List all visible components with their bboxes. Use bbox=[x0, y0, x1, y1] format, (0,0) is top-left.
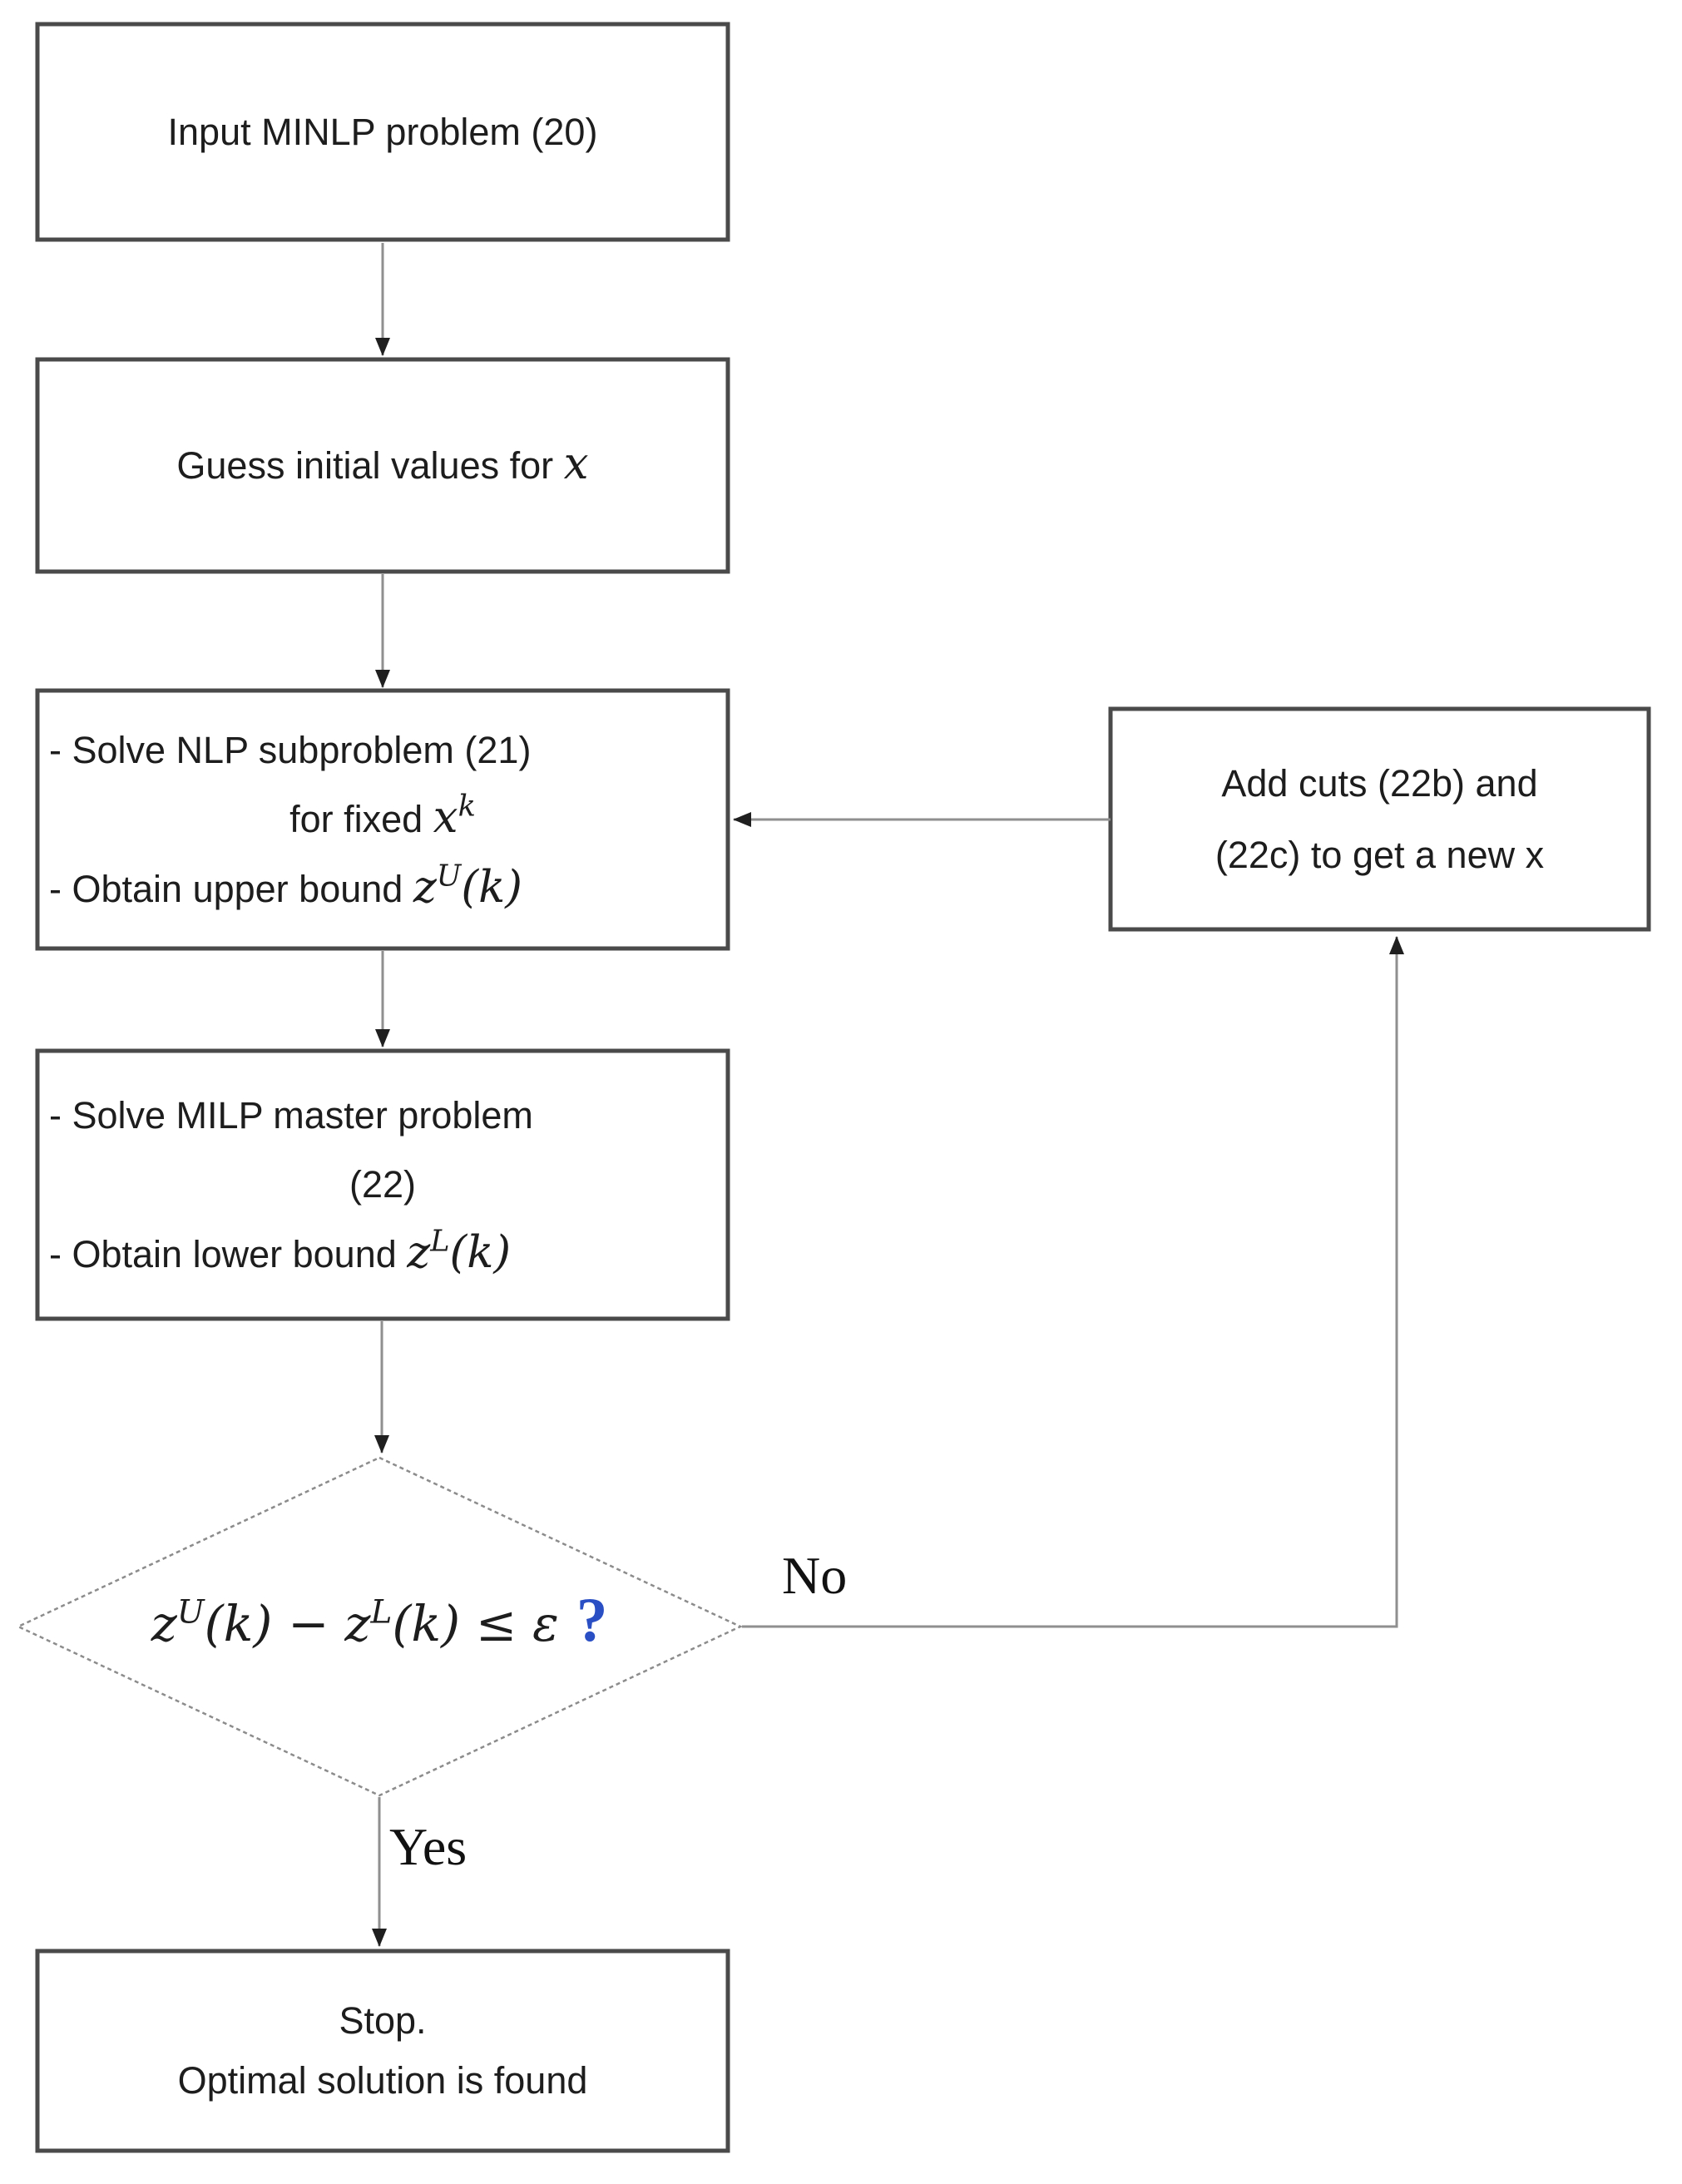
stop-node: Stop. Optimal solution is found bbox=[37, 1951, 728, 2151]
input-node-label: Input MINLP problem (20) bbox=[167, 111, 598, 153]
guess-node: Guess initial values for x bbox=[37, 359, 728, 572]
input-box bbox=[35, 22, 730, 242]
decision-formula: zU(k) − zL(k) ≤ ε? bbox=[151, 1586, 608, 1655]
milp-master-box bbox=[35, 1048, 730, 1321]
nlp-subproblem-box bbox=[35, 688, 730, 951]
stop-box bbox=[35, 1949, 730, 2153]
nlp-line-3: - Obtain upper bound zU(k) bbox=[49, 859, 522, 913]
nlp-subproblem-node: - Solve NLP subproblem (21) for fixed xk… bbox=[37, 691, 728, 948]
add-cuts-line-2: (22c) to get a new x bbox=[1215, 833, 1545, 876]
milp-line-2: (22) bbox=[349, 1163, 417, 1206]
stop-line-2: Optimal solution is found bbox=[177, 2059, 588, 2102]
nlp-line-2: for fixed xk bbox=[289, 790, 476, 844]
add-cuts-box bbox=[1108, 706, 1651, 932]
nlp-line-1: - Solve NLP subproblem (21) bbox=[49, 729, 532, 772]
no-label: No bbox=[782, 1546, 848, 1605]
arrow-decision-no-to-addcuts bbox=[742, 936, 1404, 1628]
yes-label: Yes bbox=[389, 1817, 467, 1876]
decision-node: zU(k) − zL(k) ≤ ε? bbox=[25, 1568, 734, 1685]
convergence-decision-diamond bbox=[16, 1456, 743, 1797]
input-node: Input MINLP problem (20) bbox=[37, 24, 728, 240]
add-cuts-node: Add cuts (22b) and (22c) to get a new x bbox=[1111, 709, 1649, 929]
add-cuts-line-1: Add cuts (22b) and bbox=[1221, 762, 1538, 805]
milp-master-node: - Solve MILP master problem (22) - Obtai… bbox=[37, 1051, 728, 1319]
stop-line-1: Stop. bbox=[339, 1999, 427, 2042]
milp-line-3: - Obtain lower bound zL(k) bbox=[49, 1224, 512, 1278]
guess-node-label: Guess initial values for x bbox=[176, 438, 589, 489]
guess-box bbox=[35, 357, 730, 574]
milp-line-1: - Solve MILP master problem bbox=[49, 1094, 533, 1137]
